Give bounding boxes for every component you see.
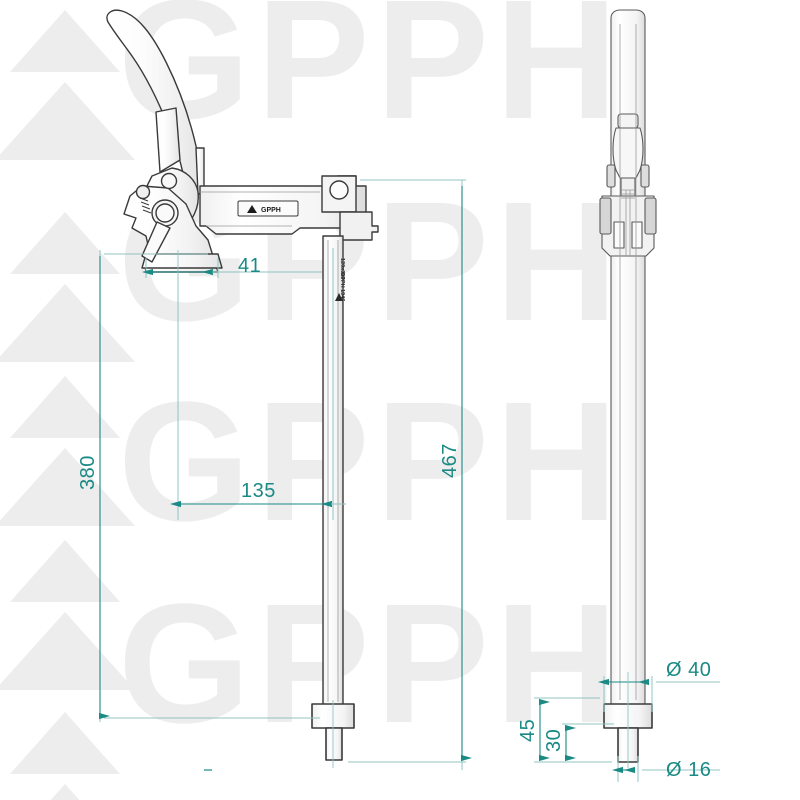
side-handle-body	[617, 113, 639, 129]
dimension-label-135: 135	[241, 480, 276, 502]
side-carriage-slot-right	[631, 221, 643, 249]
side-view	[599, 9, 657, 763]
dimension-label-380: 380	[77, 455, 99, 490]
dimension-label-41: 41	[238, 255, 261, 277]
post-spigot	[325, 727, 343, 761]
pivot-pin-lower-inner	[155, 203, 175, 223]
serration-marks	[139, 197, 152, 214]
side-boss	[135, 184, 151, 200]
watermark-text: GPPH	[118, 367, 624, 557]
adjust-shaft	[141, 221, 171, 263]
dimension-lines	[99, 186, 649, 774]
front-view	[106, 9, 379, 761]
release-lever	[155, 107, 181, 173]
dimension-label-dia16: Ø 16	[666, 759, 711, 781]
side-carriage-pad-left	[599, 197, 612, 235]
side-view-detail-lines	[619, 24, 637, 700]
bracket-hole	[329, 180, 349, 200]
dimension-label-467: 467	[439, 443, 461, 478]
side-carriage-pad-right	[644, 197, 657, 235]
post-label-dimension: 120x300	[339, 258, 345, 279]
clamp-handle	[106, 9, 203, 191]
post-label-group: 120x300 GPPH 1946	[335, 258, 345, 301]
watermark-text: GPPH	[118, 0, 624, 155]
side-handle-blade	[612, 127, 644, 179]
pivot-pin-upper	[160, 172, 178, 190]
arm-plate-badge-text: GPPH	[261, 207, 281, 214]
post-label-brand: GPPH 1946	[339, 272, 345, 301]
arm-nose	[339, 211, 379, 241]
side-ear-right	[640, 164, 650, 188]
side-carriage-slot-left	[613, 221, 625, 249]
side-ear-left	[606, 164, 616, 188]
dimension-label-30: 30	[543, 729, 565, 752]
front-view-detail-lines	[200, 191, 339, 702]
centre-lines	[177, 250, 629, 768]
dimension-label-dia40: Ø 40	[666, 659, 711, 681]
side-view-bar	[610, 9, 646, 705]
dimension-label-45: 45	[517, 719, 539, 742]
arm-plate-badge-content: GPPH	[247, 205, 281, 214]
watermark-text: GPPH	[118, 569, 624, 759]
